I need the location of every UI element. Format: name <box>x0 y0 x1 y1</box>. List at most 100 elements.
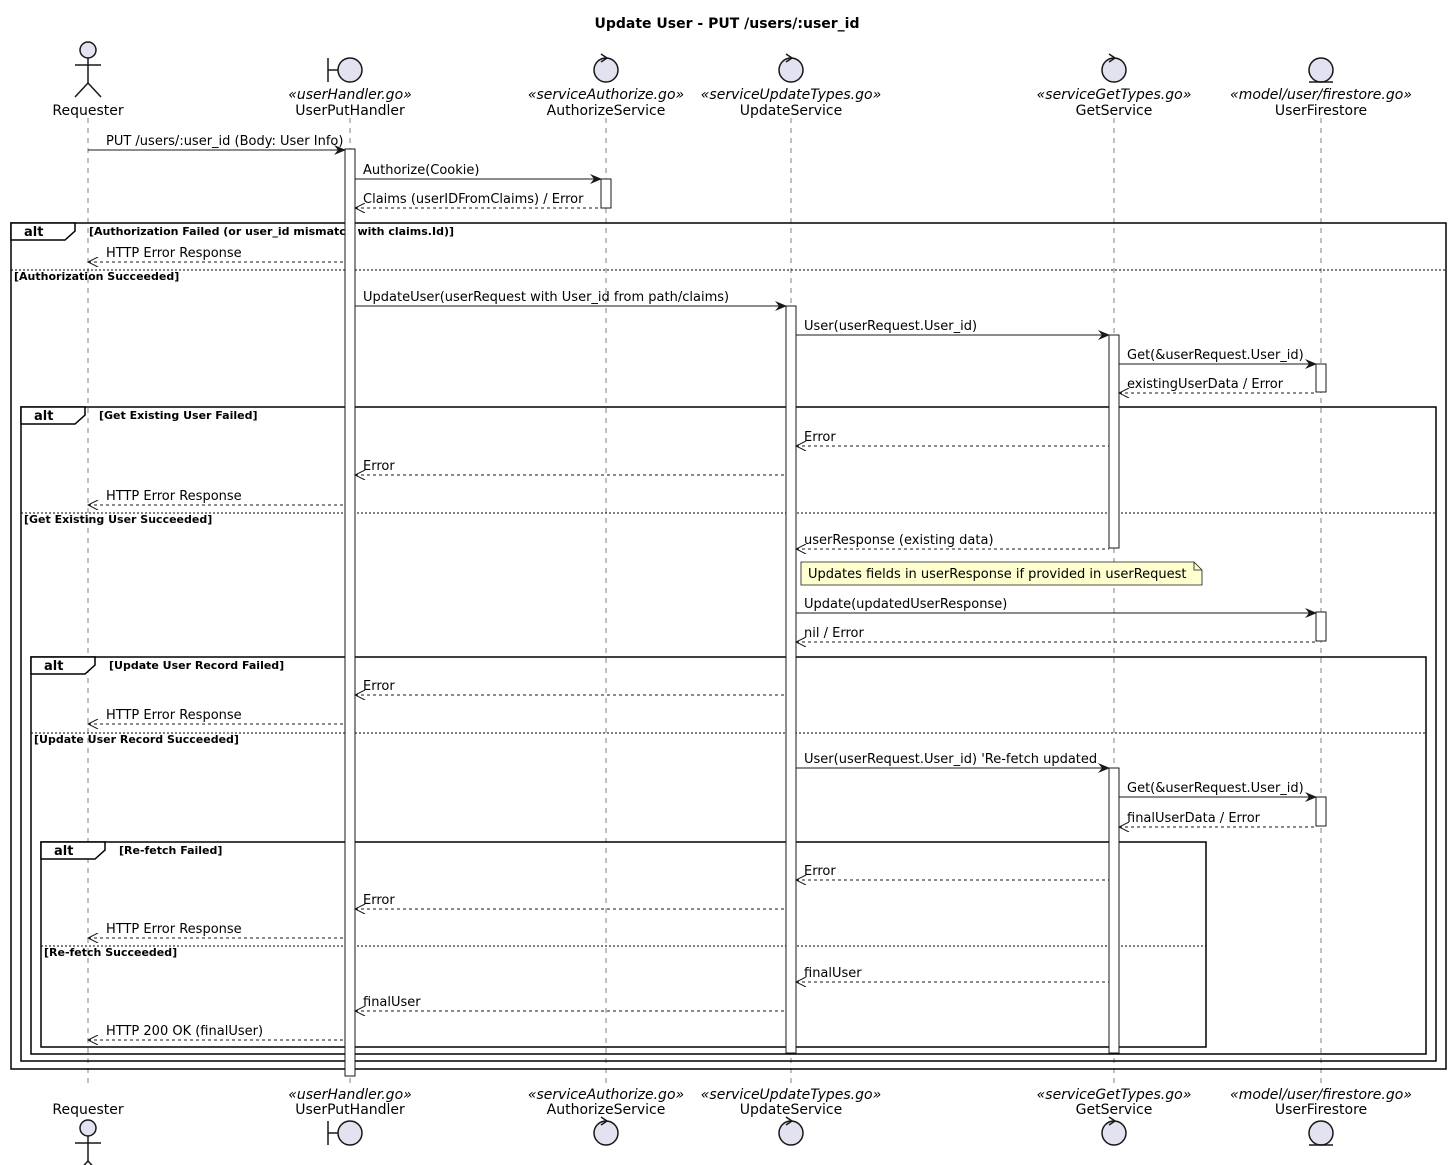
alt-frame: alt [Get Existing User Failed] [Get Existi… <box>20 406 1437 1062</box>
control-icon <box>593 53 619 83</box>
alt-guard: [Authorization Failed (or user_id mismat… <box>89 225 454 238</box>
activation-bar <box>1108 334 1120 549</box>
alt-frame: alt[Update User Record Failed][Update Us… <box>30 656 1427 1055</box>
message-arrow: User(userRequest.User_id) <box>796 319 1110 340</box>
participant-name: UserPutHandler <box>295 103 405 119</box>
message-label: Authorize(Cookie) <box>363 163 479 178</box>
participant-firestore-bottom: «model/user/firestore.go»UserFirestore <box>1230 1087 1412 1146</box>
message-label: Claims (userIDFromClaims) / Error <box>363 192 584 207</box>
activation-bar <box>1315 796 1327 827</box>
participant-authSvc-bottom: «serviceAuthorize.go»AuthorizeService <box>528 1087 684 1146</box>
participant-putHandler-bottom: «userHandler.go»UserPutHandler <box>288 1087 412 1146</box>
message-label: finalUser <box>804 966 862 981</box>
participant-name: AuthorizeService <box>547 103 666 119</box>
message-label: HTTP Error Response <box>106 489 242 504</box>
participant-getSvc-bottom: «serviceGetTypes.go»GetService <box>1037 1087 1192 1146</box>
message-label: User(userRequest.User_id) 'Re-fetch upda… <box>804 752 1097 767</box>
message-arrow: HTTP Error Response <box>88 708 345 724</box>
message-label: User(userRequest.User_id) <box>804 319 977 334</box>
actor-icon <box>75 1119 101 1165</box>
messages: PUT /users/:user_id (Body: User Info) Aut… <box>88 134 1317 1040</box>
message-arrow: Error <box>355 459 786 475</box>
message-arrow: Error <box>355 893 786 909</box>
participants-bottom: Requester «userHandler.go»UserPutHandler «… <box>52 1087 1412 1165</box>
participant-name: GetService <box>1076 103 1153 119</box>
message-label: Error <box>363 893 395 908</box>
message-arrow: Get(&userRequest.User_id) <box>1119 781 1317 802</box>
message-label: HTTP Error Response <box>106 246 242 261</box>
participants-top: Requester«userHandler.go»UserPutHandler«… <box>52 41 1412 119</box>
participant-name: GetService <box>1076 1102 1153 1118</box>
activation-bar <box>1315 611 1327 642</box>
participant-name: UserFirestore <box>1275 103 1367 119</box>
alt-guard: [Get Existing User Succeeded] <box>24 513 212 526</box>
message-label: Update(updatedUserResponse) <box>804 597 1007 612</box>
message-arrow: HTTP Error Response <box>88 489 345 505</box>
message-arrow: Get(&userRequest.User_id) <box>1119 348 1317 369</box>
control-icon <box>1101 1116 1127 1146</box>
activation-bars <box>344 148 1327 1077</box>
alt-frame: alt [Authorization Failed (or user_id mis… <box>10 222 1447 1070</box>
activation-bar <box>344 148 356 1077</box>
participant-firestore-top: «model/user/firestore.go»UserFirestore <box>1230 57 1412 119</box>
entity-icon <box>1308 57 1334 83</box>
message-label: Error <box>363 459 395 474</box>
message-label: HTTP Error Response <box>106 922 242 937</box>
alt-label: alt <box>24 225 43 240</box>
participant-stereotype: «serviceUpdateTypes.go» <box>701 1087 881 1103</box>
alt-guard: [Re-fetch Succeeded] <box>44 946 177 959</box>
message-arrow: HTTP Error Response <box>88 922 345 938</box>
message-label: Error <box>804 864 836 879</box>
participant-stereotype: «serviceGetTypes.go» <box>1037 87 1192 103</box>
alt-frames: alt [Authorization Failed (or user_id mis… <box>10 222 1447 1070</box>
message-arrow: Error <box>796 864 1109 880</box>
alt-guard: [Re-fetch Failed] <box>119 844 222 857</box>
participant-name: UserPutHandler <box>295 1102 405 1118</box>
control-icon <box>1101 53 1127 83</box>
message-arrow: User(userRequest.User_id) 'Re-fetch upda… <box>796 752 1110 773</box>
participant-requester-bottom: Requester <box>52 1102 124 1165</box>
boundary-icon <box>327 57 363 83</box>
entity-icon <box>1308 1120 1334 1146</box>
message-label: PUT /users/:user_id (Body: User Info) <box>106 134 343 149</box>
message-arrow: finalUser <box>355 995 786 1011</box>
activation-bar <box>600 178 612 209</box>
alt-label: alt <box>54 844 73 859</box>
lifelines <box>87 118 1322 1086</box>
participant-updateSvc-top: «serviceUpdateTypes.go»UpdateService <box>701 53 881 119</box>
alt-guard: [Authorization Succeeded] <box>14 270 179 283</box>
participant-stereotype: «serviceAuthorize.go» <box>528 1087 684 1103</box>
message-label: Get(&userRequest.User_id) <box>1127 781 1304 796</box>
message-arrow: userResponse (existing data) <box>796 533 1109 549</box>
participant-stereotype: «serviceGetTypes.go» <box>1037 1087 1192 1103</box>
participant-stereotype: «userHandler.go» <box>288 87 412 103</box>
alt-guard: [Get Existing User Failed] <box>99 409 258 422</box>
alt-guard: [Update User Record Succeeded] <box>34 733 239 746</box>
activation-bar <box>1315 363 1327 393</box>
control-icon <box>593 1116 619 1146</box>
activation-bar <box>785 305 797 1054</box>
message-label: existingUserData / Error <box>1127 377 1284 392</box>
message-label: Get(&userRequest.User_id) <box>1127 348 1304 363</box>
message-label: HTTP Error Response <box>106 708 242 723</box>
participant-name: UserFirestore <box>1275 1102 1367 1118</box>
actor-icon <box>74 41 102 98</box>
participant-stereotype: «model/user/firestore.go» <box>1230 87 1412 103</box>
participant-authSvc-top: «serviceAuthorize.go»AuthorizeService <box>528 53 684 119</box>
participant-name: Requester <box>52 1102 123 1118</box>
message-label: finalUserData / Error <box>1127 811 1261 826</box>
control-icon <box>778 53 804 83</box>
message-arrow: UpdateUser(userRequest with User_id from… <box>355 290 787 311</box>
participant-getSvc-top: «serviceGetTypes.go»GetService <box>1037 53 1192 119</box>
message-label: nil / Error <box>804 626 864 641</box>
message-arrow: Update(updatedUserResponse) <box>796 597 1317 618</box>
message-label: userResponse (existing data) <box>804 533 994 548</box>
participant-stereotype: «serviceUpdateTypes.go» <box>701 87 881 103</box>
participant-name: UpdateService <box>740 1102 842 1118</box>
message-arrow: PUT /users/:user_id (Body: User Info) <box>88 134 346 155</box>
participant-stereotype: «serviceAuthorize.go» <box>528 87 684 103</box>
message-arrow: nil / Error <box>796 626 1316 642</box>
alt-label: alt <box>44 659 63 674</box>
message-label: HTTP 200 OK (finalUser) <box>106 1024 263 1039</box>
participant-putHandler-top: «userHandler.go»UserPutHandler <box>288 57 412 119</box>
